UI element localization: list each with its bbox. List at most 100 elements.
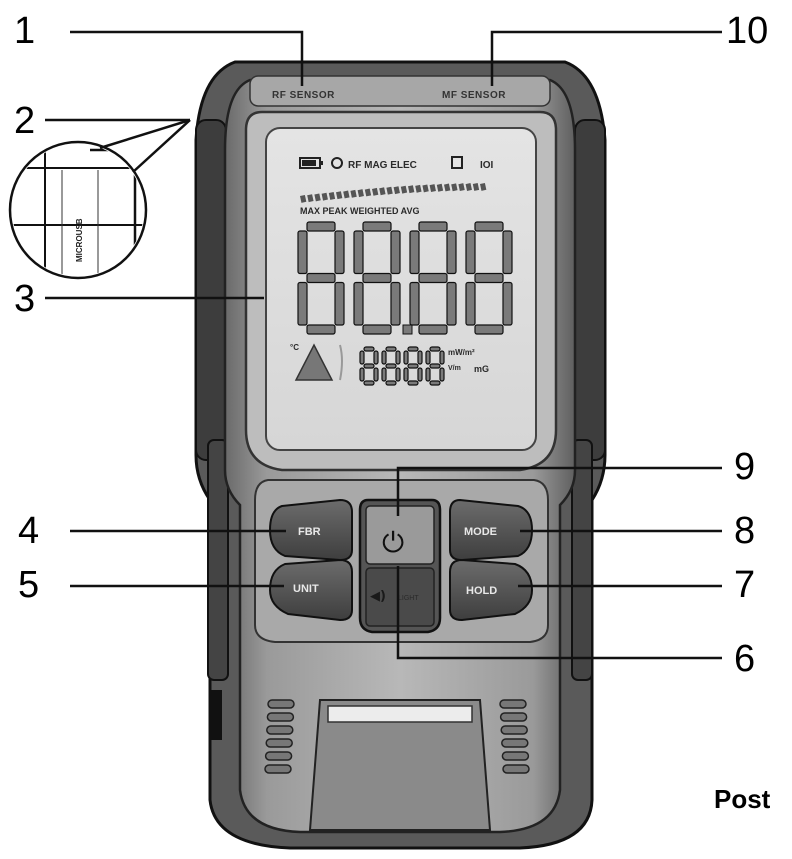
- bar-segment: [465, 183, 472, 191]
- callout-line-2b: [132, 119, 191, 173]
- lcd-small-unit: °C: [290, 343, 299, 352]
- lcd-unit-2: mG: [474, 364, 489, 374]
- digit-segment: [362, 272, 392, 284]
- digit-segment: [409, 230, 420, 275]
- digit-segment: [409, 281, 420, 326]
- digit-segment: [403, 350, 409, 365]
- digit-segment: [363, 346, 375, 352]
- lcd-status-row: RF MAG ELEC: [348, 160, 417, 171]
- callout-1: 1: [14, 10, 36, 52]
- grille-slot: [499, 699, 527, 709]
- bar-segment: [480, 182, 487, 191]
- callout-5: 5: [18, 564, 40, 606]
- callout-2: 2: [14, 100, 36, 142]
- lcd-mode-row: MAX PEAK WEIGHTED AVG: [300, 206, 420, 216]
- callout-9: 9: [734, 446, 756, 488]
- digit-segment: [297, 230, 308, 275]
- grille-slot: [501, 738, 529, 748]
- mode-button-label: MODE: [464, 526, 497, 538]
- bar-segment: [393, 186, 400, 195]
- digit-segment: [425, 367, 431, 382]
- bar-segment: [379, 187, 386, 196]
- fbr-button-label: FBR: [298, 526, 321, 538]
- hold-button[interactable]: HOLD: [449, 558, 534, 622]
- digit-segment: [418, 272, 448, 284]
- bar-segment: [472, 182, 480, 191]
- bar-segment: [415, 184, 422, 193]
- mode-button[interactable]: MODE: [449, 498, 534, 562]
- bar-segment: [307, 194, 314, 203]
- bar-segment: [372, 187, 379, 196]
- lcd-status-right: IOI: [480, 160, 494, 171]
- digit-segment: [381, 367, 387, 382]
- unit-button-label: UNIT: [293, 583, 319, 595]
- grille-slot: [266, 712, 295, 722]
- callout-line-6: [396, 566, 722, 660]
- digit-point: [402, 324, 413, 335]
- digit-segment: [334, 281, 345, 326]
- digit-segment: [429, 380, 441, 386]
- callout-6: 6: [734, 638, 756, 680]
- unit-button[interactable]: UNIT: [268, 558, 353, 622]
- hold-button-label: HOLD: [466, 585, 497, 597]
- digit-segment: [418, 324, 448, 335]
- digit-segment: [306, 324, 336, 335]
- bar-segment: [436, 183, 444, 192]
- grille-slot: [267, 699, 295, 709]
- digit-segment: [403, 367, 409, 382]
- digit-segment: [390, 281, 401, 326]
- callout-lines: [45, 30, 722, 660]
- bar-segment: [400, 185, 408, 194]
- digit-segment: [359, 367, 365, 382]
- grille-slot: [265, 738, 293, 748]
- callout-4: 4: [18, 510, 40, 552]
- bar-segment: [364, 188, 372, 197]
- light-key[interactable]: [365, 567, 435, 627]
- digit-segment: [395, 350, 401, 365]
- bar-segment: [451, 183, 458, 192]
- power-key[interactable]: [365, 505, 435, 565]
- digit-segment: [407, 380, 419, 386]
- footer-partial-text: Post: [714, 784, 771, 814]
- digit-segment: [417, 367, 423, 382]
- grille-slot: [500, 725, 528, 735]
- clock-icon: [331, 157, 343, 169]
- digit-segment: [373, 350, 379, 365]
- bar-segment: [458, 183, 465, 192]
- grille-slot: [501, 751, 530, 761]
- bar-segment: [422, 184, 429, 193]
- bottom-grille: [264, 699, 530, 774]
- digit-segment: [465, 230, 476, 275]
- power-icon: ⏻: [382, 526, 404, 559]
- digit-segment: [385, 346, 397, 352]
- lcd-unit-1: mW/m²: [448, 348, 475, 357]
- lcd-sub-digits: [359, 346, 445, 386]
- callout-10: 10: [726, 10, 769, 52]
- bar-segment: [357, 189, 364, 198]
- power-light-button[interactable]: ⏻ ◀) LIGHT: [358, 498, 442, 634]
- digit-segment: [407, 363, 419, 369]
- bar-segment: [314, 193, 321, 202]
- digit-segment: [390, 230, 401, 275]
- bar-segment: [343, 190, 350, 199]
- grille-slot: [499, 712, 528, 722]
- grille-slot: [266, 725, 294, 735]
- side-port-label: MICROUSB: [75, 218, 84, 262]
- bar-segment: [336, 191, 343, 200]
- digit-segment: [502, 281, 513, 326]
- warning-triangle-icon: [294, 343, 334, 381]
- bar-segment: [321, 192, 328, 201]
- digit-segment: [446, 281, 457, 326]
- digit-segment: [474, 272, 504, 284]
- fbr-button[interactable]: FBR: [268, 498, 353, 562]
- digit-segment: [446, 230, 457, 275]
- callout-7: 7: [734, 564, 756, 606]
- digit-segment: [465, 281, 476, 326]
- digit-segment: [502, 230, 513, 275]
- digit-segment: [362, 221, 392, 232]
- digit-segment: [373, 367, 379, 382]
- bar-segment: [350, 189, 357, 198]
- bar-segment: [386, 186, 393, 195]
